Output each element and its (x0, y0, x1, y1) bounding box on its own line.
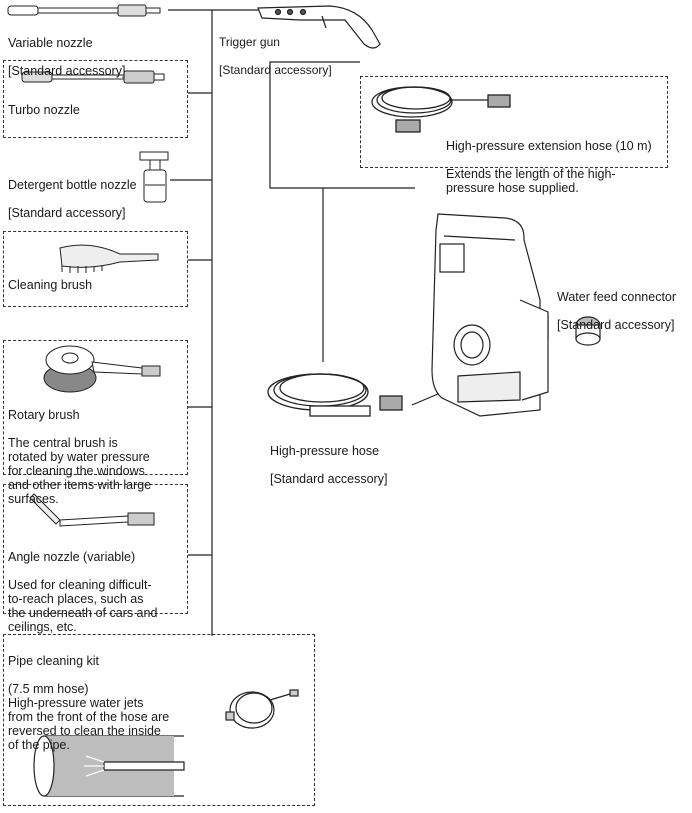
high-pressure-hose-label: High-pressure hose [Standard accessory] (270, 430, 387, 486)
angle-nozzle-desc: Used for cleaning difficult- to-reach pl… (8, 578, 158, 634)
extension-hose-box (360, 76, 668, 168)
trigger-gun-name: Trigger gun (219, 35, 280, 49)
rotary-brush-label: Rotary brush The central brush is rotate… (8, 394, 151, 506)
extension-hose-desc: Extends the length of the high- pressure… (446, 167, 616, 195)
trigger-gun-tag: [Standard accessory] (219, 63, 332, 77)
trigger-gun-icon (257, 5, 381, 49)
angle-nozzle-box (3, 484, 188, 614)
variable-nozzle-name: Variable nozzle (8, 36, 93, 50)
turbo-nozzle-box (3, 60, 188, 138)
variable-nozzle-icon (7, 4, 161, 17)
detergent-bottle-tag: [Standard accessory] (8, 206, 126, 220)
cleaning-brush-label: Cleaning brush (8, 278, 93, 292)
pressure-washer-unit-icon (431, 213, 549, 417)
angle-nozzle-icon (29, 493, 155, 527)
water-feed-name: Water feed connector (557, 290, 677, 304)
water-feed-tag: [Standard accessory] (557, 318, 675, 332)
pipe-kit-desc: (7.5 mm hose) High-pressure water jets f… (8, 682, 170, 752)
rotary-brush-icon (43, 345, 161, 393)
cleaning-brush-icon (59, 244, 159, 273)
detergent-bottle-name: Detergent bottle nozzle (8, 178, 137, 192)
rotary-brush-name: Rotary brush (8, 408, 80, 422)
variable-nozzle-tag: [Standard accessory] (8, 64, 126, 78)
variable-nozzle-label: Variable nozzle [Standard accessory] (8, 22, 125, 78)
extension-hose-name: High-pressure extension hose (10 m) (446, 139, 652, 153)
rotary-brush-box (3, 340, 188, 475)
trigger-gun-label: Trigger gun [Standard accessory] (219, 21, 332, 77)
high-pressure-hose-icon (267, 373, 403, 417)
extension-hose-icon (371, 86, 511, 133)
turbo-nozzle-icon (21, 70, 165, 84)
pipe-kit-label: Pipe cleaning kit (7.5 mm hose) High-pre… (8, 640, 169, 752)
high-pressure-hose-name: High-pressure hose (270, 444, 380, 458)
angle-nozzle-name: Angle nozzle (variable) (8, 550, 136, 564)
detergent-bottle-label: Detergent bottle nozzle [Standard access… (8, 164, 137, 220)
extension-hose-label: High-pressure extension hose (10 m) Exte… (446, 125, 652, 195)
pipe-hose-coil-icon (225, 689, 299, 729)
hose-connector-line (269, 61, 415, 362)
pipe-cleaning-kit-box (3, 634, 315, 806)
angle-nozzle-label: Angle nozzle (variable) Used for cleanin… (8, 536, 157, 634)
turbo-nozzle-label: Turbo nozzle (8, 103, 80, 117)
water-feed-label: Water feed connector [Standard accessory… (557, 276, 676, 332)
cleaning-brush-box (3, 231, 188, 307)
high-pressure-hose-tag: [Standard accessory] (270, 472, 388, 486)
water-feed-connector-icon (575, 316, 601, 346)
pipe-kit-name: Pipe cleaning kit (8, 654, 100, 668)
pipe-cross-section-icon (33, 735, 185, 797)
detergent-bottle-icon (139, 151, 169, 203)
rotary-brush-desc: The central brush is rotated by water pr… (8, 436, 152, 506)
